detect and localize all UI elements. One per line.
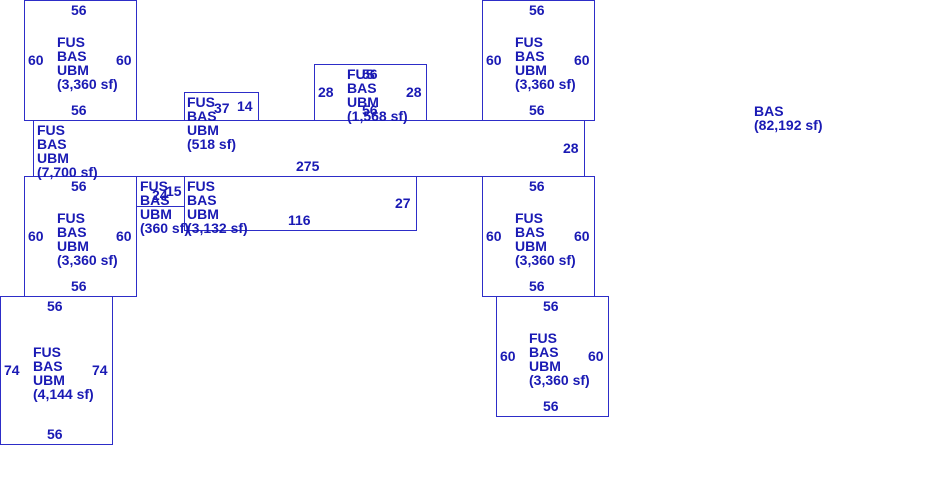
total-area: (82,192 sf) [754, 117, 823, 133]
code-ubm: UBM [515, 238, 547, 254]
room-label: FUS BAS UBM (3,132 sf) [187, 179, 248, 235]
code-bas: BAS [57, 224, 87, 240]
code-bas: BAS [529, 344, 559, 360]
code-ubm: UBM [37, 150, 69, 166]
area: (3,360 sf) [515, 252, 576, 268]
dim-right: 60 [574, 52, 590, 68]
room-bottom-left [0, 296, 113, 445]
dim-top: 56 [543, 298, 559, 314]
code-ubm: UBM [33, 372, 65, 388]
dim-a: 37 [214, 100, 230, 116]
dim-top: 56 [47, 298, 63, 314]
code-fus: FUS [187, 94, 215, 110]
code-ubm: UBM [187, 122, 219, 138]
code-ubm: UBM [57, 62, 89, 78]
code-bas: BAS [57, 48, 87, 64]
area: (518 sf) [187, 136, 237, 152]
dim-right: 74 [92, 362, 108, 378]
area: (3,360 sf) [57, 76, 118, 92]
dim-left: 60 [486, 52, 502, 68]
room-label: FUS BAS UBM (1,568 sf) [347, 67, 408, 123]
area: (360 sf) [140, 220, 190, 236]
room-lower-corridor [184, 176, 417, 231]
dim-top: 56 [71, 178, 87, 194]
dim-length: 116 [288, 212, 311, 228]
dim-bottom: 56 [529, 278, 545, 294]
room-label: FUS BAS UBM (518 sf) [187, 95, 236, 151]
code-ubm: UBM [140, 206, 172, 222]
room-bottom-right [496, 296, 609, 417]
room-label: FUS BAS UBM (7,700 sf) [37, 123, 98, 179]
dim-bottom: 56 [71, 102, 87, 118]
dim-top: 56 [529, 2, 545, 18]
dim-depth: 28 [563, 140, 579, 156]
code-fus: FUS [37, 122, 65, 138]
code-ubm: UBM [187, 206, 219, 222]
code-ubm: UBM [529, 358, 561, 374]
area: (3,360 sf) [529, 372, 590, 388]
code-fus: FUS [347, 66, 375, 82]
code-fus: FUS [187, 178, 215, 194]
dim-bottom: 56 [47, 426, 63, 442]
area: (3,360 sf) [515, 76, 576, 92]
code-ubm: UBM [347, 94, 379, 110]
dim-left: 60 [28, 52, 44, 68]
dim-left: 60 [500, 348, 516, 364]
code-bas: BAS [140, 192, 170, 208]
code-bas: BAS [347, 80, 377, 96]
dim-left: 74 [4, 362, 20, 378]
code-fus: FUS [515, 34, 543, 50]
dim-right: 60 [588, 348, 604, 364]
code-fus: FUS [140, 178, 168, 194]
dim-top: 56 [362, 66, 378, 82]
dim-b: 15 [166, 183, 182, 199]
area: (7,700 sf) [37, 164, 98, 180]
room-label: FUS BAS UBM (3,360 sf) [57, 211, 118, 267]
dim-top: 56 [71, 2, 87, 18]
code-bas: BAS [33, 358, 63, 374]
area: (3,360 sf) [57, 252, 118, 268]
dim-bottom: 56 [71, 278, 87, 294]
room-label: FUS BAS UBM (3,360 sf) [515, 35, 576, 91]
room-label: FUS BAS UBM (4,144 sf) [33, 345, 94, 401]
dim-left: 28 [318, 84, 334, 100]
code-fus: FUS [57, 210, 85, 226]
dim-inner: 56 [362, 102, 378, 118]
room-label: FUS BAS UBM (360 sf) [140, 179, 189, 235]
dim-a: 24 [152, 187, 168, 203]
room-label: FUS BAS UBM (3,360 sf) [515, 211, 576, 267]
code-ubm: UBM [515, 62, 547, 78]
dim-bottom: 56 [529, 102, 545, 118]
area: (3,132 sf) [187, 220, 248, 236]
dim-top: 56 [529, 178, 545, 194]
area: (4,144 sf) [33, 386, 94, 402]
dim-length: 275 [296, 158, 320, 174]
dim-left: 60 [28, 228, 44, 244]
code-bas: BAS [515, 48, 545, 64]
dim-right: 60 [116, 228, 132, 244]
code-fus: FUS [33, 344, 61, 360]
room-label: FUS BAS UBM (3,360 sf) [529, 331, 590, 387]
dim-left: 60 [486, 228, 502, 244]
dim-right: 60 [574, 228, 590, 244]
code-ubm: UBM [57, 238, 89, 254]
dim-bottom: 56 [543, 398, 559, 414]
code-fus: FUS [57, 34, 85, 50]
code-fus: FUS [529, 330, 557, 346]
code-bas: BAS [515, 224, 545, 240]
total-code: BAS [754, 103, 784, 119]
code-fus: FUS [515, 210, 543, 226]
dim-depth: 27 [395, 195, 411, 211]
code-bas: BAS [187, 192, 217, 208]
code-bas: BAS [187, 108, 217, 124]
area: (1,568 sf) [347, 108, 408, 124]
total-area-legend: BAS (82,192 sf) [754, 104, 822, 132]
room-label: FUS BAS UBM (3,360 sf) [57, 35, 118, 91]
dim-b: 14 [237, 98, 253, 114]
dim-right: 28 [406, 84, 422, 100]
code-bas: BAS [37, 136, 67, 152]
dim-right: 60 [116, 52, 132, 68]
